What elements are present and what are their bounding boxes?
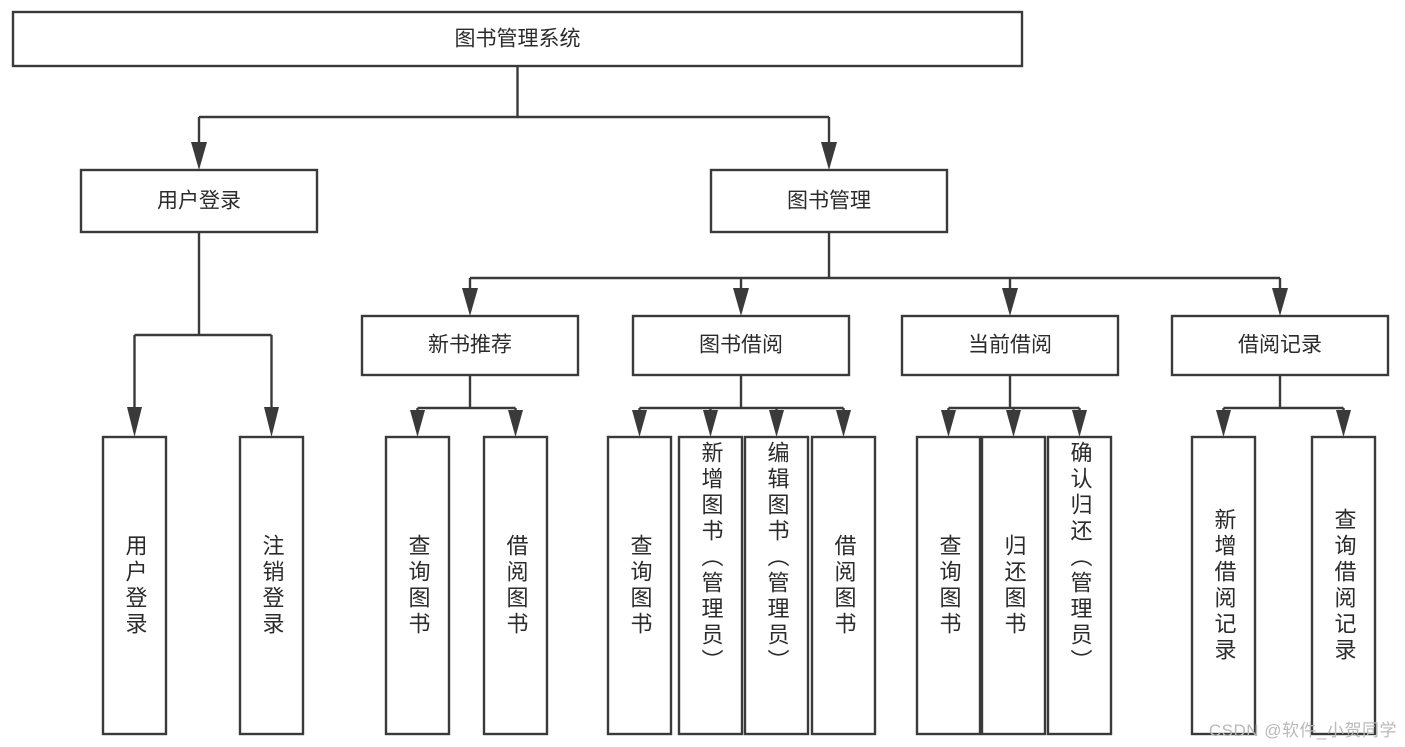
node-leaf-rec-add-record[interactable] [1190, 435, 1257, 736]
arrow-head-leaf-rec-query-book [410, 410, 425, 437]
connector-layer [127, 66, 1351, 437]
node-new-book-rec-box[interactable] [360, 314, 580, 377]
node-root-label: 图书管理系统 [455, 28, 581, 51]
arrow-head-borrow-record [1272, 288, 1288, 316]
arrow-head-book-manage [821, 142, 837, 170]
node-book-manage[interactable]: 图书管理 [709, 168, 949, 234]
arrow-head-leaf-borrow-borrow-book [836, 410, 851, 437]
node-user-login-label: 用户登录 [157, 190, 241, 213]
arrow-head-leaf-cur-query-book [941, 410, 956, 437]
node-user-login-box[interactable] [79, 168, 319, 234]
arrow-head-leaf-borrow-query-book [632, 410, 647, 437]
node-leaf-cur-return-book[interactable] [980, 435, 1047, 736]
node-borrow-record-label: 借阅记录 [1238, 334, 1322, 357]
arrow-head-book-borrow [733, 288, 749, 316]
node-book-manage-label: 图书管理 [787, 190, 871, 213]
node-leaf-borrow-borrow-book[interactable] [810, 435, 877, 736]
node-leaf-rec-borrow-book[interactable] [482, 435, 549, 736]
node-leaf-rec-add-record-box[interactable] [1190, 435, 1257, 736]
arrow-head-current-borrow [1002, 288, 1018, 316]
arrow-head-leaf-cur-return-book [1006, 410, 1021, 437]
node-leaf-rec-borrow-book-box[interactable] [482, 435, 549, 736]
node-leaf-cur-return-book-box[interactable] [980, 435, 1047, 736]
node-leaf-user-logout-box[interactable] [238, 435, 305, 736]
node-user-login[interactable]: 用户登录 [79, 168, 319, 234]
node-leaf-borrow-borrow-book-box[interactable] [810, 435, 877, 736]
node-leaf-cur-confirm-return-box[interactable] [1046, 435, 1113, 736]
node-leaf-borrow-edit-book[interactable] [743, 435, 810, 736]
node-leaf-cur-query-book-box[interactable] [915, 435, 982, 736]
node-leaf-rec-query-record-box[interactable] [1310, 435, 1377, 736]
node-leaf-user-login[interactable] [101, 435, 168, 736]
node-book-borrow[interactable]: 图书借阅 [631, 314, 851, 377]
node-leaf-borrow-add-book-box[interactable] [677, 435, 744, 736]
node-root-box[interactable] [11, 10, 1024, 68]
arrow-head-leaf-borrow-edit-book [769, 410, 784, 437]
node-leaf-cur-confirm-return[interactable] [1046, 435, 1113, 736]
node-new-book-rec[interactable]: 新书推荐 [360, 314, 580, 377]
arrow-head-new-book-rec [462, 288, 478, 316]
node-current-borrow[interactable]: 当前借阅 [900, 314, 1120, 377]
arrow-head-leaf-user-login [127, 407, 142, 437]
watermark: CSDN @软件_小贺同学 [1208, 721, 1397, 740]
node-leaf-rec-query-book[interactable] [384, 435, 451, 736]
node-current-borrow-label: 当前借阅 [968, 334, 1052, 357]
node-leaf-rec-query-record[interactable] [1310, 435, 1377, 736]
node-layer: 图书管理系统 用户登录 图书管理 新书推荐 图书借阅 当前 [11, 10, 1390, 736]
arrow-head-leaf-borrow-add-book [703, 410, 718, 437]
node-leaf-user-logout[interactable] [238, 435, 305, 736]
arrow-head-user-login [191, 142, 207, 170]
node-root[interactable]: 图书管理系统 [11, 10, 1024, 68]
arrow-head-leaf-rec-query-record [1336, 410, 1351, 437]
node-leaf-borrow-query-book-box[interactable] [606, 435, 673, 736]
node-leaf-rec-query-book-box[interactable] [384, 435, 451, 736]
arrow-head-leaf-user-logout [264, 407, 279, 437]
node-borrow-record-box[interactable] [1170, 314, 1390, 377]
arrow-head-leaf-cur-confirm-return [1072, 410, 1087, 437]
node-leaf-borrow-query-book[interactable] [606, 435, 673, 736]
node-new-book-rec-label: 新书推荐 [428, 334, 512, 357]
node-current-borrow-box[interactable] [900, 314, 1120, 377]
node-leaf-borrow-edit-book-box[interactable] [743, 435, 810, 736]
node-borrow-record[interactable]: 借阅记录 [1170, 314, 1390, 377]
node-book-borrow-label: 图书借阅 [699, 334, 783, 357]
node-leaf-borrow-add-book[interactable] [677, 435, 744, 736]
arrow-head-leaf-rec-add-record [1216, 410, 1231, 437]
node-book-manage-box[interactable] [709, 168, 949, 234]
node-leaf-cur-query-book[interactable] [915, 435, 982, 736]
node-leaf-user-login-box[interactable] [101, 435, 168, 736]
node-book-borrow-box[interactable] [631, 314, 851, 377]
arrow-head-leaf-rec-borrow-book [508, 410, 523, 437]
